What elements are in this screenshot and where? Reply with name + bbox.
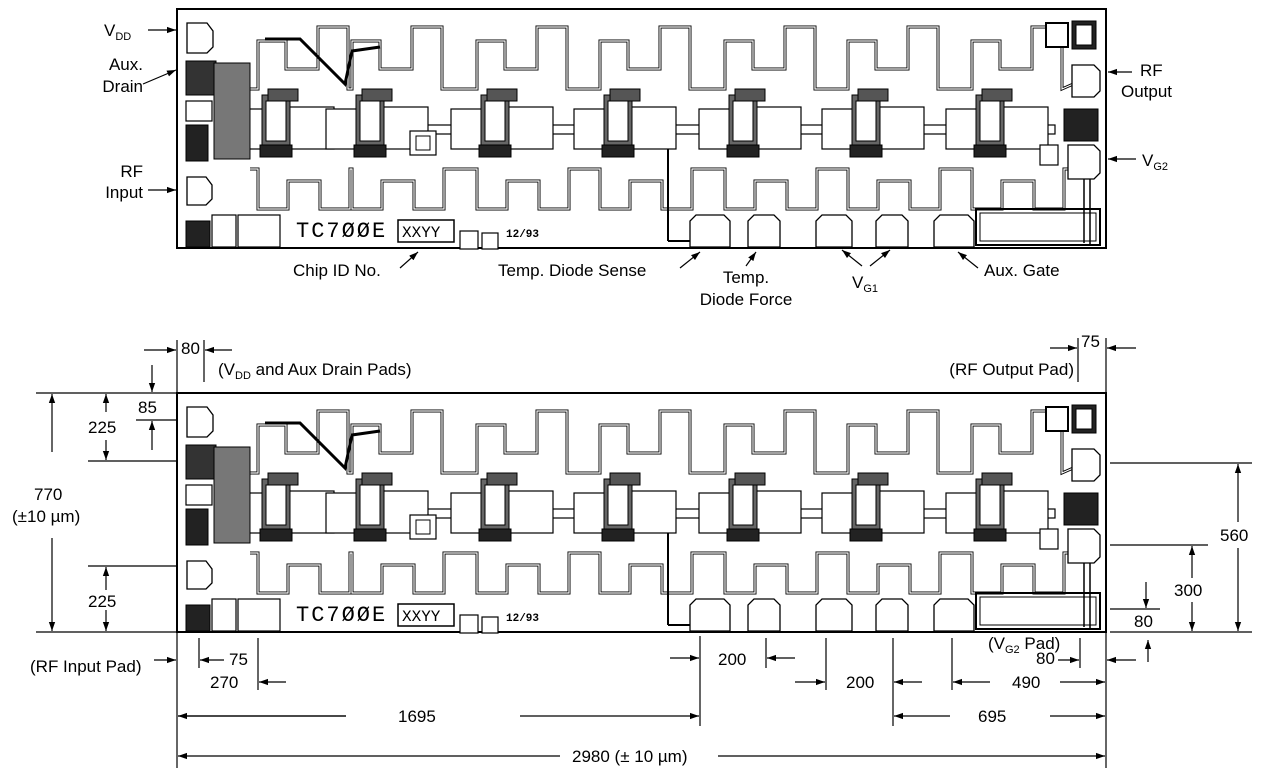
dim-200-a: 200 [718,650,746,669]
temp-sense-label: Temp. Diode Sense [498,261,646,280]
bottom-die-layout: TC7ØØE XXYY 12/93 [176,392,1107,634]
rf-input-label-line2: Input [105,183,143,202]
dim-80-top: 80 [181,339,200,358]
dim-770-tolerance: (±10 µm) [12,507,80,526]
dim-80-right: 80 [1134,612,1153,631]
dim-695: 695 [978,707,1006,726]
aux-drain-arrow [142,69,177,85]
dim-75-bottom: 75 [229,650,248,669]
dim-560: 560 [1220,526,1248,545]
vg2-pad-label: (VG2 Pad) [988,634,1060,656]
dimension-labels: 80 (VDD and Aux Drain Pads) 75 (RF Outpu… [12,332,1248,766]
aux-gate-arrow [957,251,979,269]
rf-output-pad-label: (RF Output Pad) [949,360,1074,379]
vg1-arrow-left [841,249,863,267]
dim-225-bottom: 225 [88,592,116,611]
aux-drain-label-line1: Aux. [109,55,143,74]
vg1-arrow-right [869,249,891,267]
vg1-label: VG1 [852,273,878,295]
chip-id-label: Chip ID No. [293,261,381,280]
vdd-aux-pads-label: (VDD and Aux Drain Pads) [218,360,412,382]
chip-part-number: TC7ØØE [296,219,387,244]
top-die-layout: TC7ØØE XXYY 12/93 [176,8,1107,250]
lot-code: XXYY [402,224,441,242]
temp-sense-arrow [679,251,701,269]
rf-input-label-line1: RF [120,162,143,181]
dim-75-top: 75 [1081,332,1100,351]
dim-270: 270 [210,673,238,692]
chip-part-number-bottom: TC7ØØE [296,603,387,628]
dim-300: 300 [1174,581,1202,600]
dim-225-top: 225 [88,418,116,437]
rf-output-label-line2: Output [1121,82,1172,101]
temp-force-arrow [745,251,757,267]
temp-force-label-line1: Temp. [723,268,769,287]
lot-code-bottom: XXYY [402,608,441,626]
vg2-label: VG2 [1142,151,1168,173]
lot-code-box [397,219,455,243]
top-die-callouts: VDD Aux. Drain RF Input RF Output VG2 Ch… [102,21,1172,309]
rf-output-label-line1: RF [1140,61,1163,80]
dim-1695: 1695 [398,707,436,726]
dim-80-bottom: 80 [1036,649,1055,668]
dimension-annotations [36,338,1252,768]
vdd-label: VDD [104,21,131,43]
lot-code-box-bottom [397,603,455,627]
dim-490: 490 [1012,673,1040,692]
dim-770: 770 [34,485,62,504]
date-code-bottom: 12/93 [506,613,539,625]
date-code: 12/93 [506,229,539,241]
temp-force-label-line2: Diode Force [700,290,793,309]
aux-drain-label-line2: Drain [102,77,143,96]
rf-input-pad-label: (RF Input Pad) [30,657,142,676]
dim-2980: 2980 (± 10 µm) [572,747,688,766]
aux-gate-label: Aux. Gate [984,261,1060,280]
die-circuit-artwork [185,20,1101,250]
dim-85: 85 [138,398,157,417]
dim-200-b: 200 [846,673,874,692]
die-circuit-artwork-bottom [185,404,1101,634]
chip-id-arrow [399,251,419,269]
